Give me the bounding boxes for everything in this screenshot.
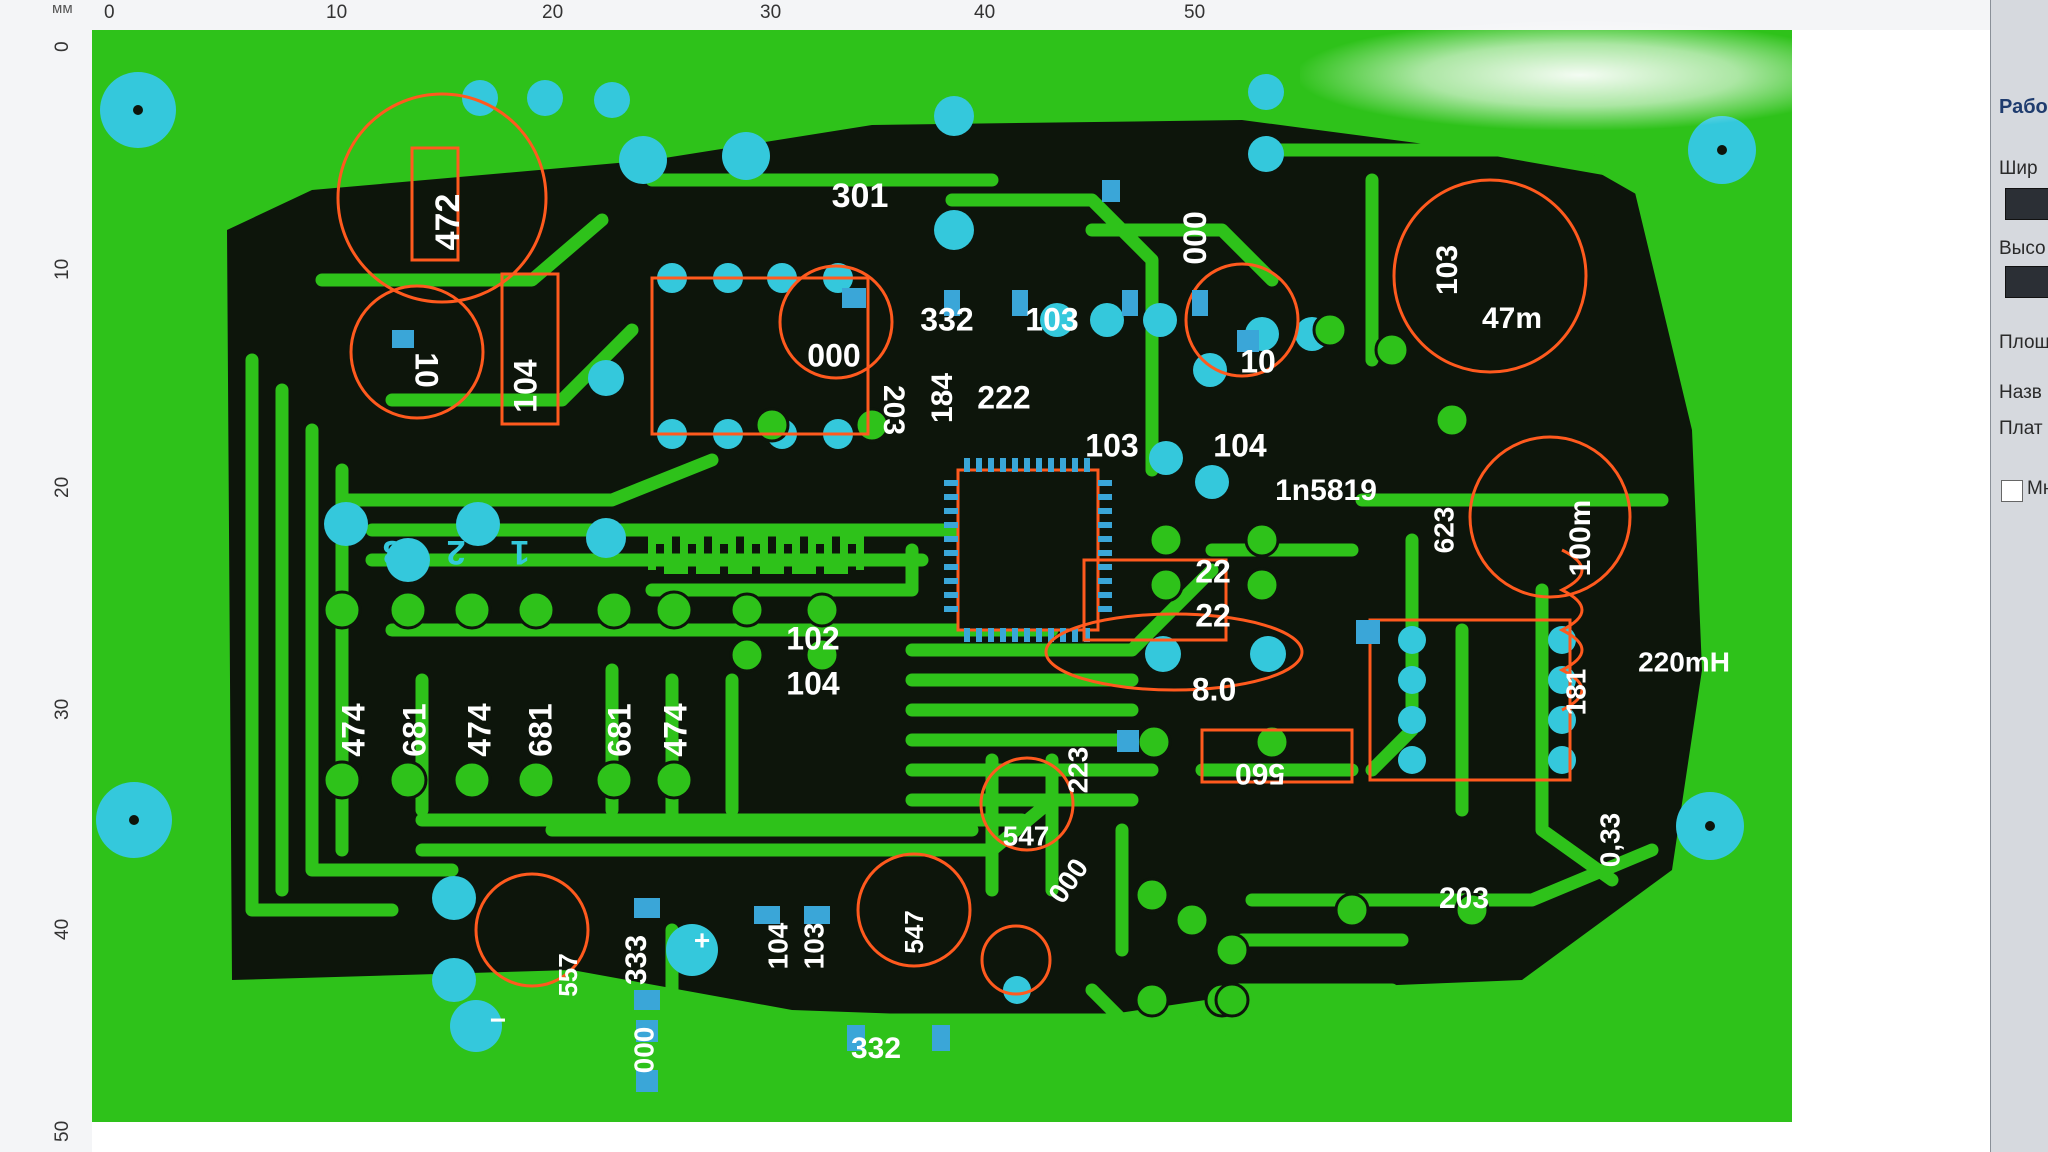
component-label[interactable]: 0,33: [1594, 813, 1625, 868]
ruler-tick-0: 0: [104, 2, 115, 23]
component-label[interactable]: 203: [1439, 882, 1489, 915]
microcontroller-chip[interactable]: [944, 458, 1112, 642]
ruler-tick-50: 50: [1184, 2, 1206, 23]
antenna-trace: [648, 536, 864, 574]
ruler-left-tick-50: 50: [52, 1120, 73, 1142]
area-label: Площ: [1999, 332, 2048, 353]
copper-pads[interactable]: [322, 312, 1490, 1018]
component-label[interactable]: 560: [1235, 757, 1285, 790]
copper-traces: [245, 143, 1669, 1037]
component-label[interactable]: 220mH: [1638, 646, 1730, 677]
silkscreen-outlines: [336, 92, 1632, 996]
component-label[interactable]: 10: [409, 352, 445, 388]
component-label[interactable]: 10: [1240, 343, 1276, 379]
component-label[interactable]: 557: [553, 953, 583, 996]
component-label[interactable]: 222: [977, 379, 1030, 415]
ruler-left-tick-20: 20: [52, 476, 73, 498]
component-label[interactable]: 1: [511, 533, 530, 571]
pcb-board[interactable]: 30147200010333210347m1010400020318422210…: [92, 30, 1990, 1152]
ruler-tick-20: 20: [542, 2, 564, 23]
component-label[interactable]: 103: [1085, 427, 1138, 463]
component-label[interactable]: 547: [899, 910, 929, 953]
ruler-tick-40: 40: [974, 2, 996, 23]
multilayer-label: Мн: [2027, 478, 2048, 499]
multilayer-checkbox[interactable]: [2001, 480, 2023, 502]
component-label[interactable]: 103: [1431, 245, 1464, 295]
component-label[interactable]: 681: [396, 703, 432, 756]
component-label[interactable]: 203: [877, 385, 910, 435]
ruler-tick-30: 30: [760, 2, 782, 23]
ruler-tick-10: 10: [326, 2, 348, 23]
properties-panel: Рабо Шир Высо Площ Назв Плат Мн: [1990, 0, 2048, 1152]
vertical-ruler: 0 10 20 30 40 50: [0, 30, 93, 1152]
component-label[interactable]: 22: [1195, 553, 1231, 589]
component-label[interactable]: 474: [461, 703, 497, 757]
component-label[interactable]: 623: [1428, 507, 1459, 554]
width-field[interactable]: [2005, 188, 2048, 220]
component-label[interactable]: 681: [601, 703, 637, 756]
name-label: Назв: [1999, 382, 2042, 403]
component-label[interactable]: 2: [447, 533, 466, 571]
component-label[interactable]: 102: [786, 620, 839, 656]
component-label[interactable]: +: [694, 924, 710, 955]
component-label[interactable]: 100m: [1564, 500, 1597, 577]
name-value[interactable]: Плат: [1999, 418, 2043, 439]
ruler-left-tick-10: 10: [52, 258, 73, 280]
component-label[interactable]: 103: [1025, 301, 1078, 337]
component-label[interactable]: 000: [628, 1027, 659, 1074]
component-label[interactable]: 22: [1195, 597, 1231, 633]
ruler-units: мм: [52, 0, 73, 17]
component-label[interactable]: 474: [657, 703, 693, 757]
component-label[interactable]: 104: [1213, 427, 1267, 463]
component-label[interactable]: 1n5819: [1275, 474, 1377, 507]
component-label[interactable]: 000: [1177, 211, 1213, 264]
horizontal-ruler: мм 0 10 20 30 40 50: [0, 0, 2048, 31]
component-label[interactable]: 000: [807, 337, 860, 373]
height-label: Высо: [1999, 238, 2046, 259]
component-label[interactable]: 184: [926, 373, 959, 423]
component-label[interactable]: 301: [832, 177, 889, 215]
panel-title: Рабо: [1999, 96, 2048, 118]
component-label[interactable]: 3: [383, 533, 402, 571]
component-label[interactable]: 332: [851, 1032, 901, 1065]
component-label[interactable]: 47m: [1482, 302, 1542, 335]
component-label[interactable]: 333: [620, 935, 653, 985]
width-label: Шир: [1999, 158, 2038, 179]
component-label[interactable]: 104: [786, 665, 840, 701]
ruler-left-tick-40: 40: [52, 918, 73, 940]
ruler-left-tick-0: 0: [52, 41, 73, 52]
component-label[interactable]: 104: [762, 922, 793, 969]
component-label[interactable]: 547: [1003, 820, 1050, 851]
height-field[interactable]: [2005, 266, 2048, 298]
component-label[interactable]: 104: [507, 359, 543, 413]
component-label[interactable]: 8.0: [1192, 671, 1236, 707]
component-label[interactable]: −: [490, 1004, 506, 1035]
component-label[interactable]: 223: [1062, 747, 1093, 794]
component-label[interactable]: 332: [920, 301, 973, 337]
component-label[interactable]: 472: [429, 194, 467, 251]
component-label[interactable]: 681: [522, 703, 558, 756]
component-label[interactable]: 181: [1560, 669, 1591, 716]
component-label[interactable]: 103: [798, 923, 829, 970]
ruler-left-tick-30: 30: [52, 698, 73, 720]
component-label[interactable]: 474: [335, 703, 371, 757]
smd-pads[interactable]: [392, 180, 1380, 1092]
